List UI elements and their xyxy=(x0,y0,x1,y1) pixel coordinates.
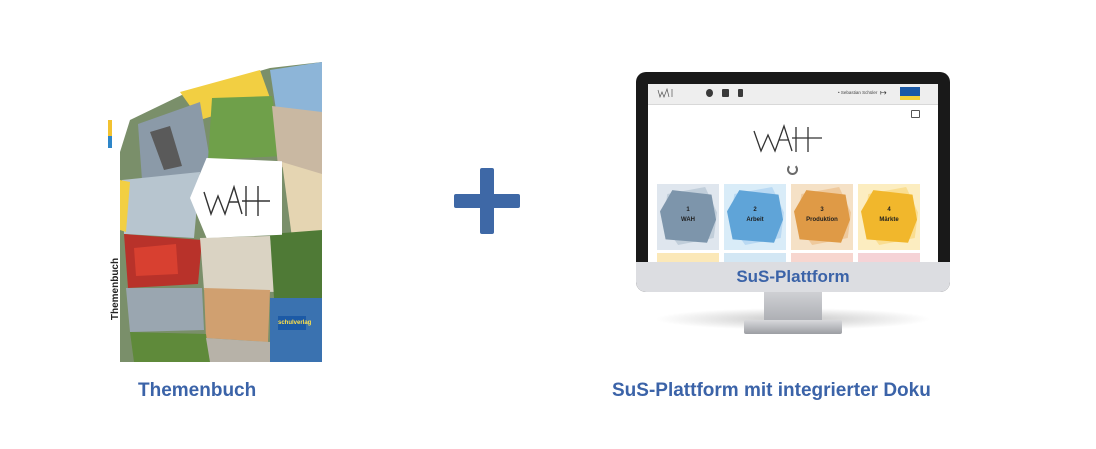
tile-number: 2 xyxy=(753,207,757,213)
spine-stripe-yellow xyxy=(108,120,112,136)
document-icon[interactable] xyxy=(738,89,743,97)
spine-stripe-blue xyxy=(108,136,112,148)
caption-sus-plattform: SuS-Plattform mit integrierter Doku xyxy=(612,380,931,401)
tile-number: 4 xyxy=(887,207,891,213)
platform-nav-bar xyxy=(648,84,938,105)
tile-shape-front xyxy=(660,190,716,243)
plus-icon-vertical xyxy=(480,168,494,234)
monitor-stand-foot xyxy=(744,320,842,334)
tile-maerkte[interactable]: 4 Märkte xyxy=(858,184,920,250)
caption-themenbuch: Themenbuch xyxy=(138,380,257,401)
tile-number: 1 xyxy=(686,207,690,213)
themenbuch-book-cover: Themenbuch schulverlag xyxy=(108,62,322,362)
monitor-stand-neck xyxy=(764,292,822,324)
tile-label: Arbeit xyxy=(746,217,764,223)
tile-label: WAH xyxy=(681,217,695,223)
print-icon[interactable] xyxy=(911,110,920,118)
tile-shape-front xyxy=(727,190,783,243)
tile-shape-front xyxy=(861,190,917,243)
publisher-badge-stripe xyxy=(900,96,920,100)
platform-wah-logo-icon xyxy=(753,124,822,153)
tile-wah[interactable]: 1 WAH xyxy=(657,184,719,250)
book-icon[interactable] xyxy=(722,89,729,97)
book-photo-collage xyxy=(120,62,322,362)
user-name[interactable]: • Sebastian Schüler xyxy=(838,90,878,95)
monitor-mockup: • Sebastian Schüler ↦ 1 WAH 2 Arbeit 3 xyxy=(636,72,950,340)
tile-number: 3 xyxy=(820,207,824,213)
loading-icon xyxy=(787,164,798,175)
monitor-chin: SuS-Plattform xyxy=(636,262,950,292)
tile-produktion[interactable]: 3 Produktion xyxy=(791,184,853,250)
tile-shape-front xyxy=(794,190,850,243)
tile-label: Märkte xyxy=(879,217,899,223)
tile-arbeit[interactable]: 2 Arbeit xyxy=(724,184,786,250)
chat-icon[interactable] xyxy=(706,89,713,97)
wah-logo-icon xyxy=(203,184,270,217)
logout-icon[interactable]: ↦ xyxy=(880,88,887,97)
tile-label: Produktion xyxy=(806,217,838,223)
publisher-logo: schulverlag xyxy=(278,316,311,330)
monitor-label: SuS-Plattform xyxy=(736,267,850,286)
monitor-screen: • Sebastian Schüler ↦ 1 WAH 2 Arbeit 3 xyxy=(648,84,938,270)
platform-nav-logo-icon[interactable] xyxy=(657,88,675,98)
